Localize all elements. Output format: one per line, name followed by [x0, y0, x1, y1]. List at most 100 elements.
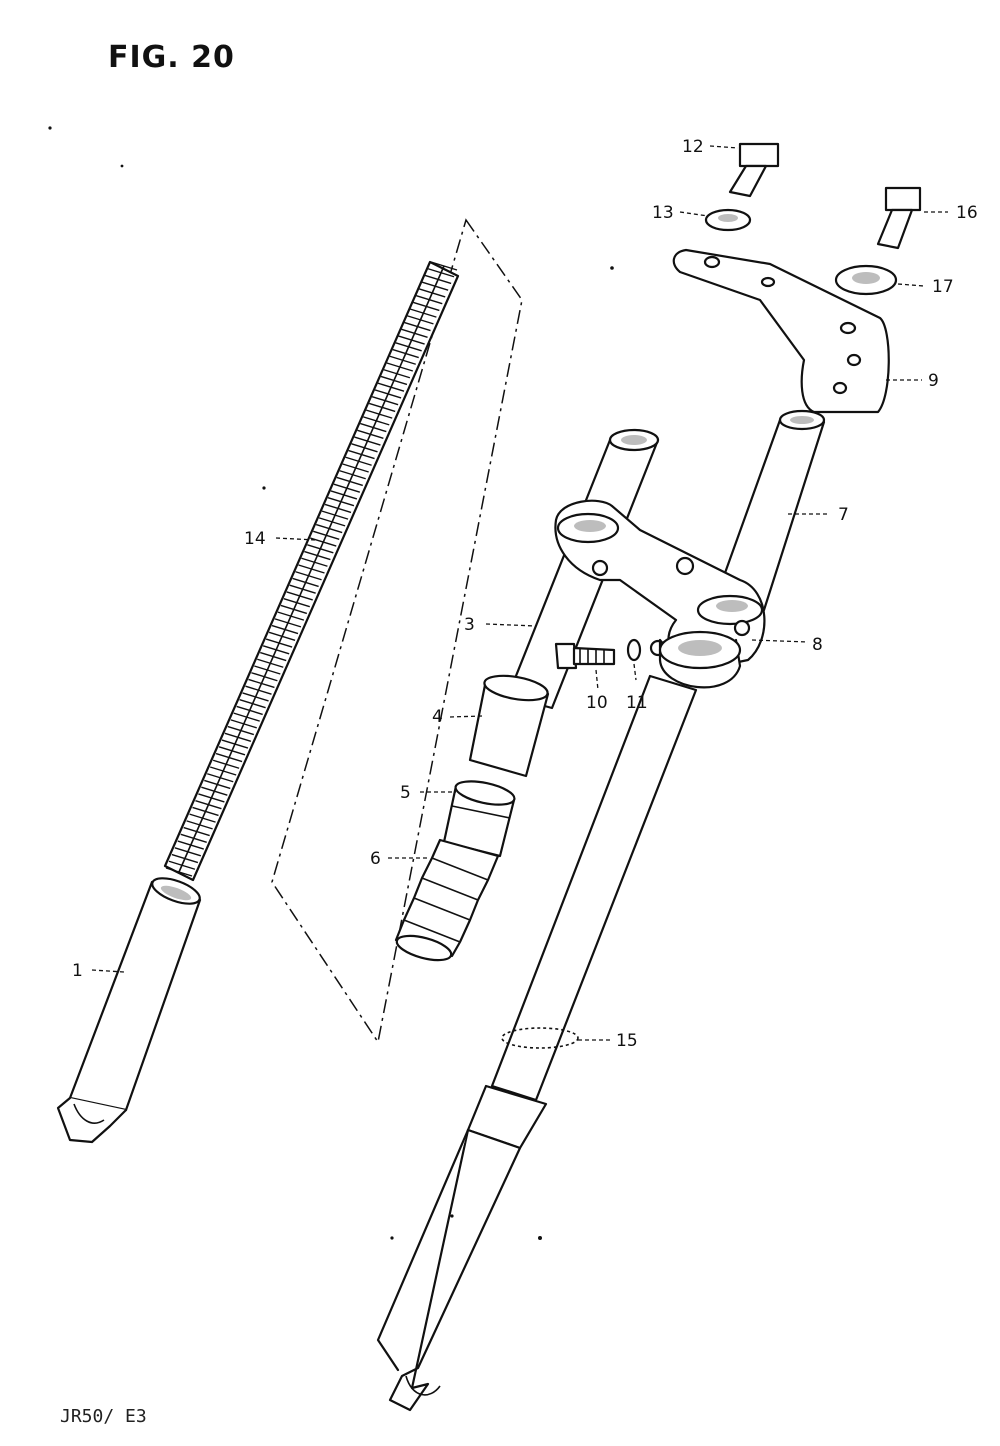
figure-title: FIG. 20 — [108, 40, 235, 75]
callout-5: 5 — [400, 783, 411, 803]
spring-coil — [230, 719, 257, 729]
spring-coil — [360, 422, 387, 433]
spring-coil — [227, 725, 255, 736]
spring-coil — [377, 382, 405, 392]
spring-coil — [183, 826, 210, 837]
dust-seal-part-4 — [468, 674, 550, 778]
outer-tube-part-1 — [56, 877, 202, 1144]
spring-coil — [239, 698, 266, 709]
spring-coil — [289, 584, 316, 594]
spring-coil — [321, 510, 349, 520]
spring-coil — [304, 550, 331, 561]
spring-coil — [271, 624, 299, 635]
spring-coil — [198, 793, 225, 803]
spring-coil — [236, 705, 263, 716]
spring-coil — [274, 618, 302, 628]
spring-coil — [336, 476, 363, 487]
spring-coil — [427, 268, 455, 278]
spring-coil — [218, 746, 246, 756]
spring-coil — [233, 712, 260, 722]
assembly-guide-outline — [271, 218, 523, 1044]
model-code: JR50/ E3 — [60, 1406, 147, 1427]
spring-coil — [242, 692, 269, 702]
spring-coil — [368, 402, 396, 413]
callout-16: 16 — [956, 203, 978, 223]
spring-coil — [395, 342, 422, 352]
spring-coil — [413, 301, 440, 312]
spring-coil — [254, 665, 281, 675]
spring-coil — [324, 503, 352, 514]
spring-coil — [419, 288, 446, 298]
spring-coil — [374, 389, 402, 399]
spring-coil — [245, 685, 272, 695]
spring-coil — [168, 860, 196, 870]
spring-coil — [318, 517, 346, 527]
circlip-part-15 — [501, 1027, 579, 1049]
bolt-part-16 — [876, 186, 922, 250]
callout-14: 14 — [244, 529, 266, 549]
callout-12: 12 — [682, 137, 704, 157]
callout-labels: 12 13 16 17 9 7 8 14 3 4 5 6 1 10 11 15 — [72, 137, 978, 1051]
spring-coil — [251, 672, 278, 682]
spring-coil — [209, 766, 237, 776]
spring-coil — [295, 571, 322, 581]
spring-coil — [268, 631, 296, 642]
spring-coil — [348, 449, 375, 460]
spring-coil — [189, 813, 216, 823]
boot-part-6 — [394, 838, 500, 962]
callout-7: 7 — [838, 505, 849, 525]
spring-coil — [416, 294, 443, 305]
spring-coil — [371, 395, 399, 406]
spring-coil — [265, 638, 293, 648]
spring-coil — [201, 786, 228, 796]
callout-3: 3 — [464, 615, 475, 635]
spring-coil — [357, 429, 384, 440]
spring-coil — [180, 833, 207, 844]
spring-coil — [298, 564, 325, 574]
callout-9: 9 — [928, 371, 939, 391]
spring-coil — [186, 820, 213, 830]
callout-8: 8 — [812, 635, 823, 655]
spring-coil — [383, 369, 411, 379]
washer-part-17 — [834, 264, 898, 296]
spring-coil — [407, 315, 434, 325]
spring-coil — [262, 645, 290, 655]
washer-part-11 — [626, 638, 642, 662]
spring-coil — [342, 463, 369, 473]
callout-4: 4 — [432, 707, 443, 727]
spring-coil — [345, 456, 372, 466]
washer-part-13 — [704, 208, 752, 232]
spring-coil — [224, 732, 252, 743]
callout-11: 11 — [626, 693, 648, 713]
spring-coil — [424, 274, 452, 285]
spring-coil — [327, 496, 355, 507]
spring-coil — [192, 806, 219, 817]
spring-coil — [207, 773, 234, 783]
spring-coil — [351, 443, 378, 453]
spring-coil — [277, 611, 305, 621]
spring-coil — [339, 470, 366, 480]
lower-bracket-part-8 — [554, 499, 766, 689]
callout-6: 6 — [370, 849, 381, 869]
spring-coil — [280, 604, 308, 615]
spring-coil — [313, 530, 340, 541]
spring-coil — [301, 557, 328, 567]
spring-coil — [165, 867, 193, 877]
spring-coil — [292, 577, 319, 588]
callout-10: 10 — [586, 693, 608, 713]
right-fork-assembly — [376, 674, 698, 1412]
steering-stem-part-7 — [714, 409, 826, 612]
print-specks — [48, 126, 614, 1240]
callout-13: 13 — [652, 203, 674, 223]
seal-ring-part-5 — [442, 780, 516, 858]
spring-coil — [398, 335, 425, 345]
spring-coil — [410, 308, 437, 318]
spring-coil — [389, 355, 416, 365]
spring-coil — [215, 752, 243, 763]
spring-coil — [354, 436, 381, 446]
bolt-part-12 — [728, 142, 780, 198]
spring-coil — [307, 544, 334, 554]
spring-coil — [386, 362, 414, 372]
spring-coil — [204, 779, 231, 790]
